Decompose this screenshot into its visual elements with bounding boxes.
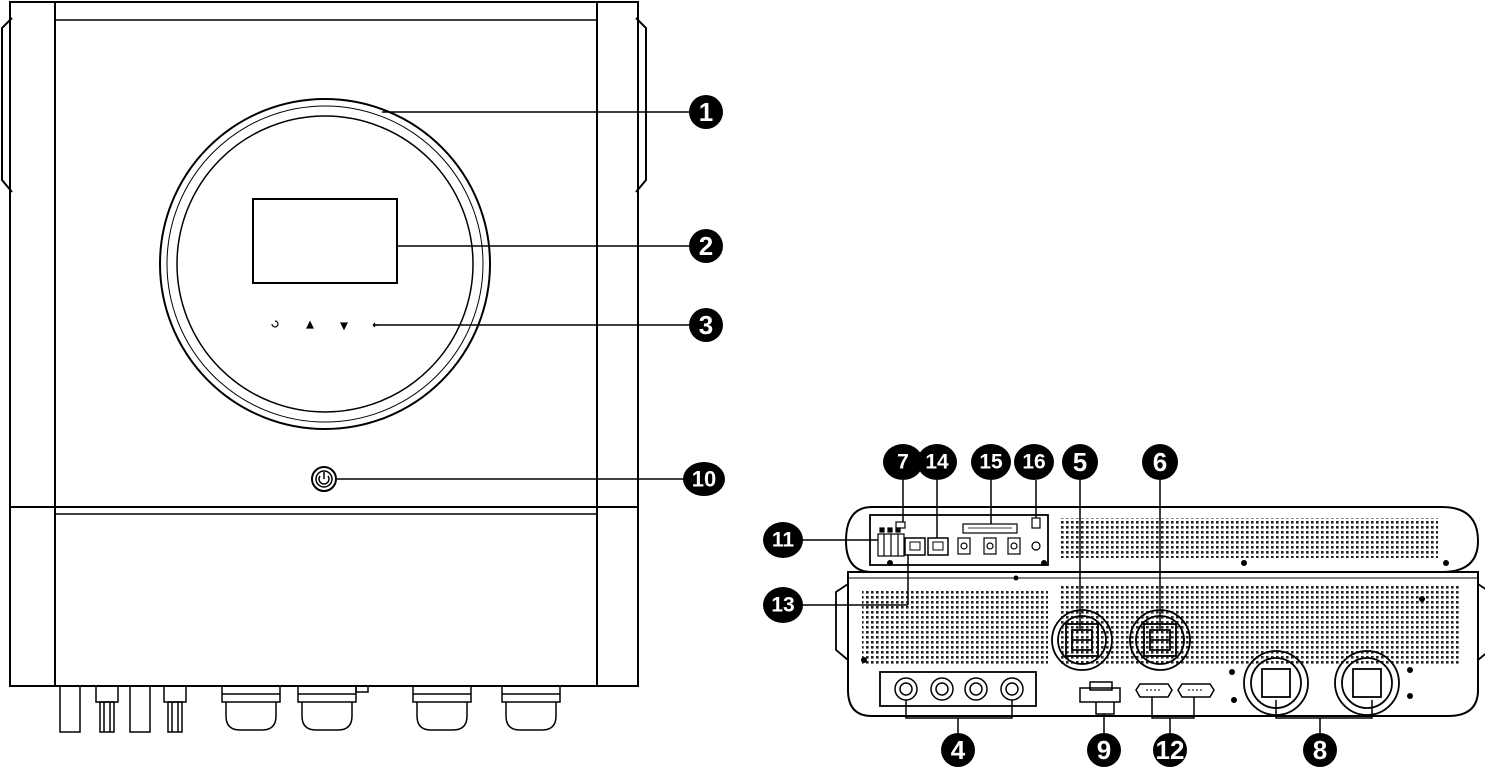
svg-text:4: 4 (951, 735, 966, 765)
parallel-ports (957, 523, 1021, 555)
screws (861, 560, 1449, 703)
front-view (1, 1, 690, 733)
callout-12: 7 (883, 444, 923, 480)
svg-text:3: 3 (699, 310, 713, 340)
callout-16: 16 (1014, 444, 1054, 480)
svg-text:8: 8 (1313, 735, 1327, 765)
touch-keys (271, 320, 379, 331)
front-callouts: 1 2 3 10 (683, 95, 725, 496)
callout-6: 6 (1142, 444, 1178, 480)
svg-text:6: 6 (1153, 447, 1167, 477)
lcd-display (252, 198, 398, 284)
battery-breaker (1079, 681, 1121, 703)
svg-text:10: 10 (692, 467, 716, 492)
up-icon[interactable] (306, 320, 314, 329)
usb-port[interactable] (895, 521, 906, 529)
battery-terminal-plate (879, 671, 1037, 707)
vent-top (1060, 518, 1438, 558)
svg-text:5: 5 (1073, 447, 1087, 477)
bottom-view (800, 480, 1485, 736)
dry-contact-terminal (877, 527, 905, 557)
pv-connectors (59, 685, 187, 733)
callout-1: 1 (689, 95, 723, 129)
rs232-port[interactable] (904, 537, 926, 556)
left-handle (1, 17, 13, 193)
grid-cable-glands (1243, 650, 1400, 716)
callout-7: 8 (1303, 733, 1337, 767)
svg-text:14: 14 (925, 451, 949, 474)
ac-input-port (1051, 609, 1113, 671)
callout-14: 14 (917, 444, 957, 480)
pv-input-connectors (1135, 683, 1215, 698)
callout-13: 13 (763, 587, 803, 623)
vent-left (862, 590, 1048, 666)
callout-5: 5 (1062, 444, 1098, 480)
svg-text:15: 15 (979, 451, 1003, 474)
svg-text:2: 2 (699, 231, 713, 261)
bms-port[interactable] (927, 537, 949, 556)
inverter-body (9, 1, 639, 687)
down-icon[interactable] (340, 322, 348, 331)
led-ring (159, 98, 491, 430)
callout-2: 2 (689, 229, 723, 263)
right-handle (635, 17, 647, 193)
svg-text:9: 9 (1097, 735, 1111, 765)
lower-shell (847, 571, 1479, 717)
callout-3: 3 (689, 308, 723, 342)
front-leaders (336, 111, 690, 480)
callout-4: 4 (941, 733, 975, 767)
callout-11: 11 (763, 522, 803, 558)
svg-text:16: 16 (1022, 451, 1045, 474)
bottom-callouts: 7 14 15 16 5 6 11 13 (763, 444, 1337, 767)
svg-text:7: 7 (897, 451, 909, 474)
power-cycle-icon[interactable] (271, 320, 279, 328)
callout-10: 10 (683, 462, 725, 496)
power-icon (318, 472, 330, 485)
cable-glands (221, 685, 561, 731)
battery-terminals (894, 677, 1024, 701)
output-relay-switch (1031, 517, 1041, 551)
svg-text:13: 13 (771, 594, 794, 617)
callout-8: 9 (1087, 733, 1121, 767)
svg-text:11: 11 (772, 529, 795, 552)
callout-15: 15 (971, 444, 1011, 480)
svg-text:1: 1 (699, 97, 713, 127)
callout-9: 12 (1153, 733, 1187, 767)
vent-mid (1060, 585, 1460, 665)
svg-text:12: 12 (1156, 735, 1185, 765)
